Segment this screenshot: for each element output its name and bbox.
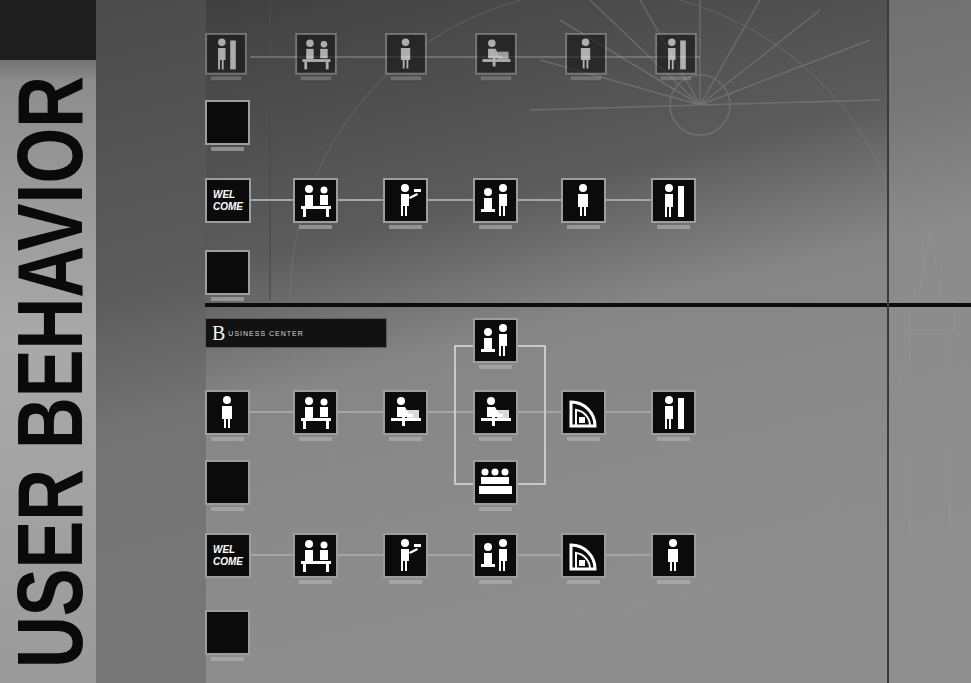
node-label: WEL COME <box>213 189 243 212</box>
welcome-tile: WEL COME <box>205 178 251 223</box>
node-sublabel: USINESS CENTER <box>228 330 303 337</box>
vertical-title: USER BEHAVIOR <box>4 76 96 668</box>
divider-lines <box>205 0 971 683</box>
node-label: WEL COME <box>213 544 243 567</box>
welcome-tile: WEL COME <box>205 533 251 578</box>
section-bar: BUSINESS CENTER <box>205 318 387 348</box>
node-label: B <box>212 323 225 343</box>
icon-tiles <box>206 34 696 661</box>
flow-lines <box>250 57 700 555</box>
